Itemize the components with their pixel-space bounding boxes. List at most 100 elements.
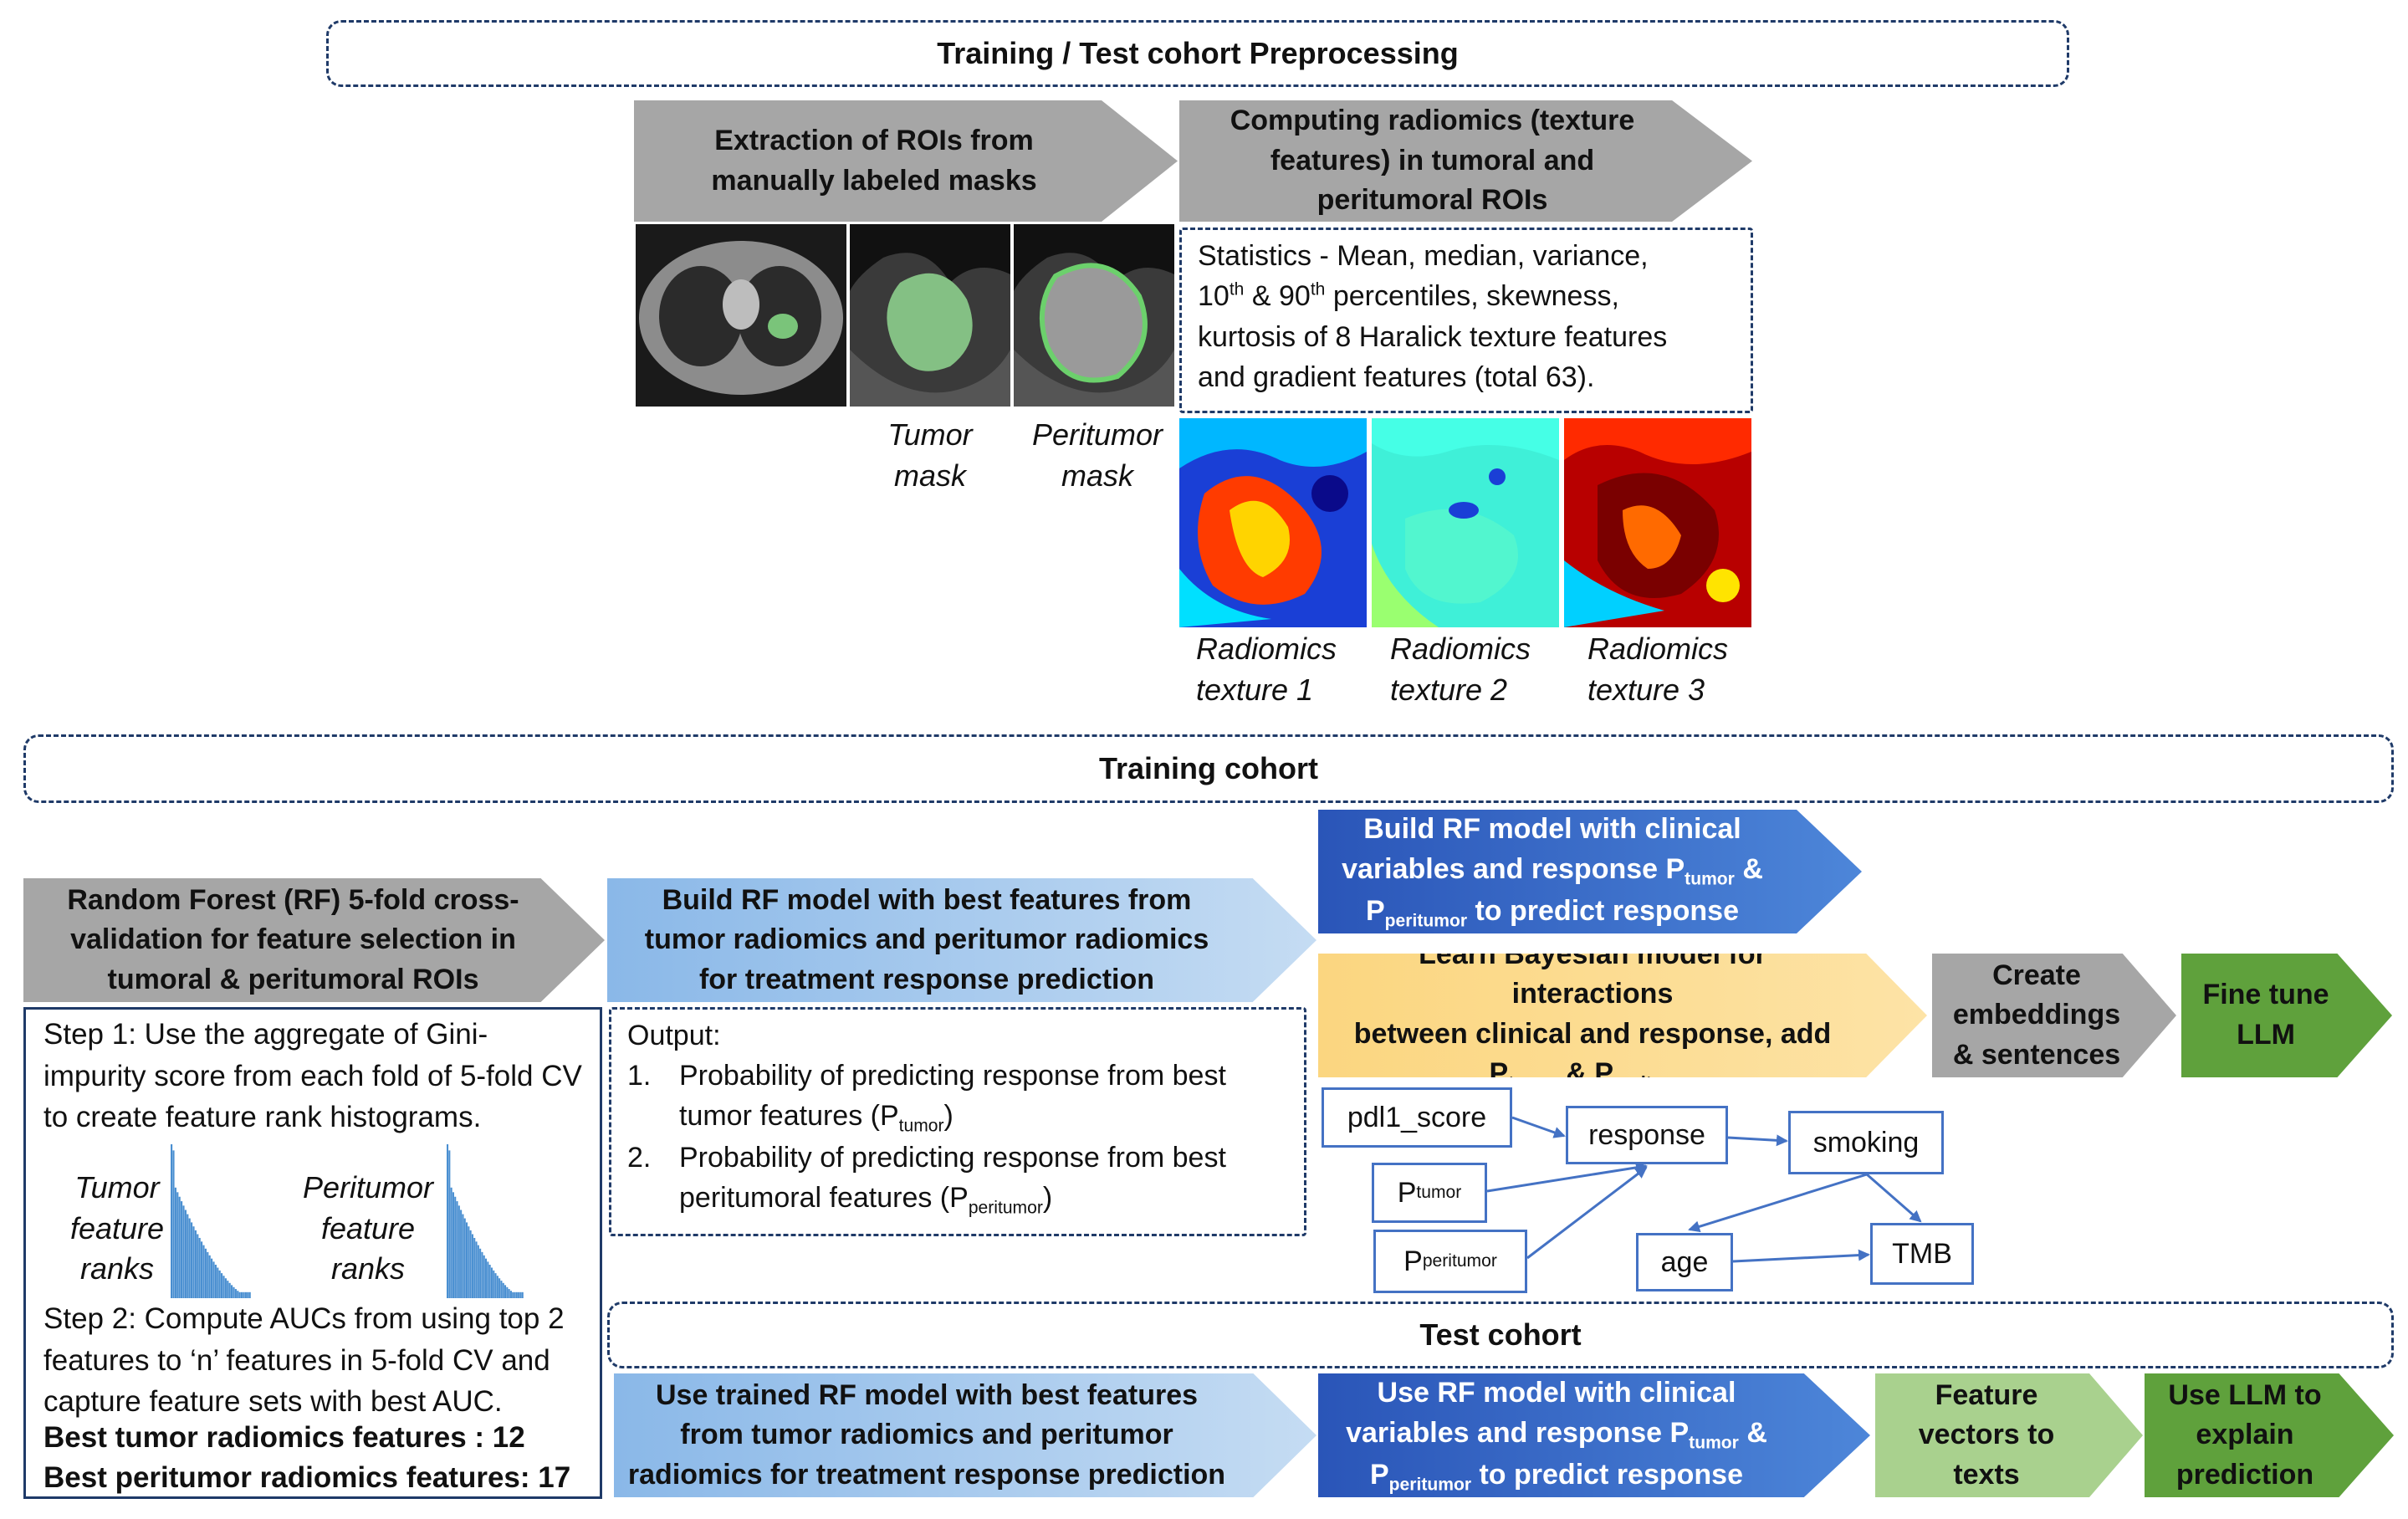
peritumor-mask-caption-line1: Peritumor: [1031, 417, 1163, 452]
peritumor-rank-histogram-bar: [496, 1276, 498, 1298]
output-title: Output:: [627, 1020, 721, 1051]
peritumor-rank-histogram-bar: [483, 1255, 485, 1298]
tumor-rank-histogram-bar: [174, 1187, 176, 1298]
peritumor-feature-rank-histogram: [447, 1144, 524, 1298]
test-rf-line3: Pperitumor to predict response: [1369, 1458, 1743, 1495]
radiomics-texture-1-image: [1179, 418, 1367, 627]
tumor-rank-histogram-bar: [231, 1285, 233, 1298]
trained-rf-label: Use trained RF model with best features …: [627, 1378, 1226, 1491]
peritumor-rank-histogram-bar: [493, 1270, 495, 1298]
peritumor-mask-caption-line2: mask: [1061, 458, 1133, 493]
peritumor-rank-histogram-bar: [518, 1291, 520, 1298]
peritumor-rank-histogram-bar: [494, 1273, 497, 1298]
tumor-rank-histogram-bar: [212, 1261, 215, 1298]
bayes-line1: Learn Bayesian model for interactions: [1419, 938, 1766, 1010]
tumor-rank-histogram-bar: [178, 1196, 181, 1298]
test-section-box: [607, 1302, 2394, 1368]
test-rf-line1: Use RF model with clinical: [1377, 1377, 1736, 1409]
tumor-rank-histogram-bar: [222, 1276, 225, 1298]
best-tumor-features: Best tumor radiomics features : 12: [43, 1421, 525, 1454]
tumor-rank-histogram-bar: [228, 1282, 231, 1298]
test-title: Test cohort: [1419, 1317, 1582, 1352]
peritumor-rank-histogram-bar: [498, 1278, 501, 1298]
bayesian-arrow: Learn Bayesian model for interactions be…: [1318, 954, 1927, 1077]
radiomics-texture-2-caption: Radiomics texture 2: [1372, 629, 1559, 710]
test-rf-line2: variables and response Ptumor &: [1346, 1416, 1767, 1453]
tumor-rank-histogram-bar: [208, 1255, 211, 1298]
peritumor-rank-histogram-bar: [466, 1222, 468, 1298]
steps-box: [23, 1007, 602, 1499]
peritumor-rank-histogram-bar: [450, 1187, 452, 1298]
peritumor-rank-histogram-bar: [458, 1205, 460, 1298]
peritumor-rank-histogram-bar: [487, 1261, 489, 1298]
tumor-rank-histogram-bar: [248, 1291, 251, 1298]
stats-line1: Statistics - Mean, median, variance,: [1198, 240, 1649, 272]
tumor-rank-histogram-bar: [224, 1278, 227, 1298]
peritumor-ranks-line3: ranks: [330, 1251, 406, 1286]
peritumor-rank-histogram-bar: [504, 1285, 507, 1298]
peritumor-rank-histogram-bar: [454, 1196, 457, 1298]
peritumor-rank-histogram-bar: [475, 1241, 478, 1298]
clinical-rf-line3: Pperitumor to predict response: [1365, 894, 1739, 931]
statistics-text: Statistics - Mean, median, variance, 10t…: [1198, 236, 1750, 397]
edge-age-to-tmb: [1732, 1249, 1870, 1263]
output-item-1: Probability of predicting response from …: [679, 1060, 1226, 1136]
peritumor-rank-histogram-bar: [447, 1144, 449, 1298]
peritumor-rank-histogram-bar: [502, 1282, 504, 1298]
tumor-rank-histogram-bar: [244, 1291, 247, 1298]
peritumor-mask-caption: Peritumor mask: [1014, 415, 1181, 496]
tumor-mask-caption: Tumor mask: [850, 415, 1010, 496]
node-age: age: [1636, 1233, 1733, 1291]
peritumor-ranks-line1: Peritumor: [302, 1170, 434, 1204]
edge-pperitumor-to-response: [1526, 1166, 1648, 1260]
texture-1-caption-line1: Radiomics: [1196, 632, 1337, 666]
tumor-rank-histogram-bar: [176, 1192, 179, 1298]
peritumor-rank-histogram-bar: [509, 1291, 512, 1298]
tumor-rank-histogram-bar: [247, 1291, 249, 1298]
peritumor-rank-histogram-bar: [452, 1192, 454, 1298]
test-clinical-rf-arrow: Use RF model with clinical variables and…: [1318, 1373, 1870, 1497]
peritumor-rank-histogram-bar: [473, 1237, 476, 1298]
tumor-rank-histogram-bar: [201, 1241, 203, 1298]
peritumor-rank-histogram-bar: [514, 1291, 516, 1298]
peritumor-ranks-line2: feature: [320, 1210, 416, 1245]
tumor-rank-histogram-bar: [204, 1248, 207, 1298]
peritumor-rank-histogram-bar: [471, 1234, 473, 1298]
tumor-rank-histogram-bar: [187, 1214, 189, 1298]
tumor-rank-histogram-bar: [181, 1201, 183, 1298]
tumor-rank-histogram-bar: [207, 1251, 209, 1298]
extraction-arrow-label: Extraction of ROIs from manually labeled…: [711, 124, 1037, 197]
edge-smoking-to-age: [1688, 1173, 1868, 1233]
node-response: response: [1566, 1106, 1728, 1164]
output-box: [609, 1007, 1306, 1236]
texture-2-caption-line2: texture 2: [1390, 672, 1508, 707]
edge-smoking-to-tmb: [1866, 1173, 1922, 1223]
peritumor-rank-histogram-bar: [456, 1201, 458, 1298]
tumor-rank-histogram-bar: [241, 1291, 243, 1298]
tumor-ranks-line3: ranks: [79, 1251, 155, 1286]
radiomics-arrow-label: Computing radiomics (texture features) i…: [1230, 105, 1635, 217]
tumor-rank-histogram-bar: [191, 1222, 193, 1298]
peritumor-rank-histogram-bar: [460, 1210, 463, 1298]
texture-2-caption-line1: Radiomics: [1390, 632, 1531, 666]
output-item-2: Probability of predicting response from …: [679, 1142, 1226, 1218]
rf-cv-arrow-label: Random Forest (RF) 5-fold cross-validati…: [67, 883, 519, 995]
tumor-rank-histogram-bar: [197, 1234, 199, 1298]
create-embeddings-label: Create embeddings & sentences: [1952, 959, 2121, 1071]
edge-ptumor-to-response: [1486, 1161, 1648, 1193]
trained-rf-arrow: Use trained RF model with best features …: [614, 1373, 1316, 1497]
tumor-rank-histogram-bar: [192, 1226, 195, 1298]
peritumor-rank-histogram-bar: [506, 1286, 509, 1298]
extraction-arrow: Extraction of ROIs from manually labeled…: [634, 100, 1178, 222]
peritumor-rank-histogram-bar: [468, 1226, 470, 1298]
tumor-rank-histogram-bar: [182, 1205, 185, 1298]
texture-3-caption-line1: Radiomics: [1587, 632, 1729, 666]
fine-tune-llm-label: Fine tune LLM: [2202, 979, 2329, 1051]
tumor-rank-histogram-bar: [202, 1245, 205, 1298]
build-rf-arrow: Build RF model with best features from t…: [607, 878, 1316, 1002]
radiomics-texture-1-caption: Radiomics texture 1: [1179, 629, 1367, 710]
tumor-ranks-line2: feature: [69, 1210, 165, 1245]
